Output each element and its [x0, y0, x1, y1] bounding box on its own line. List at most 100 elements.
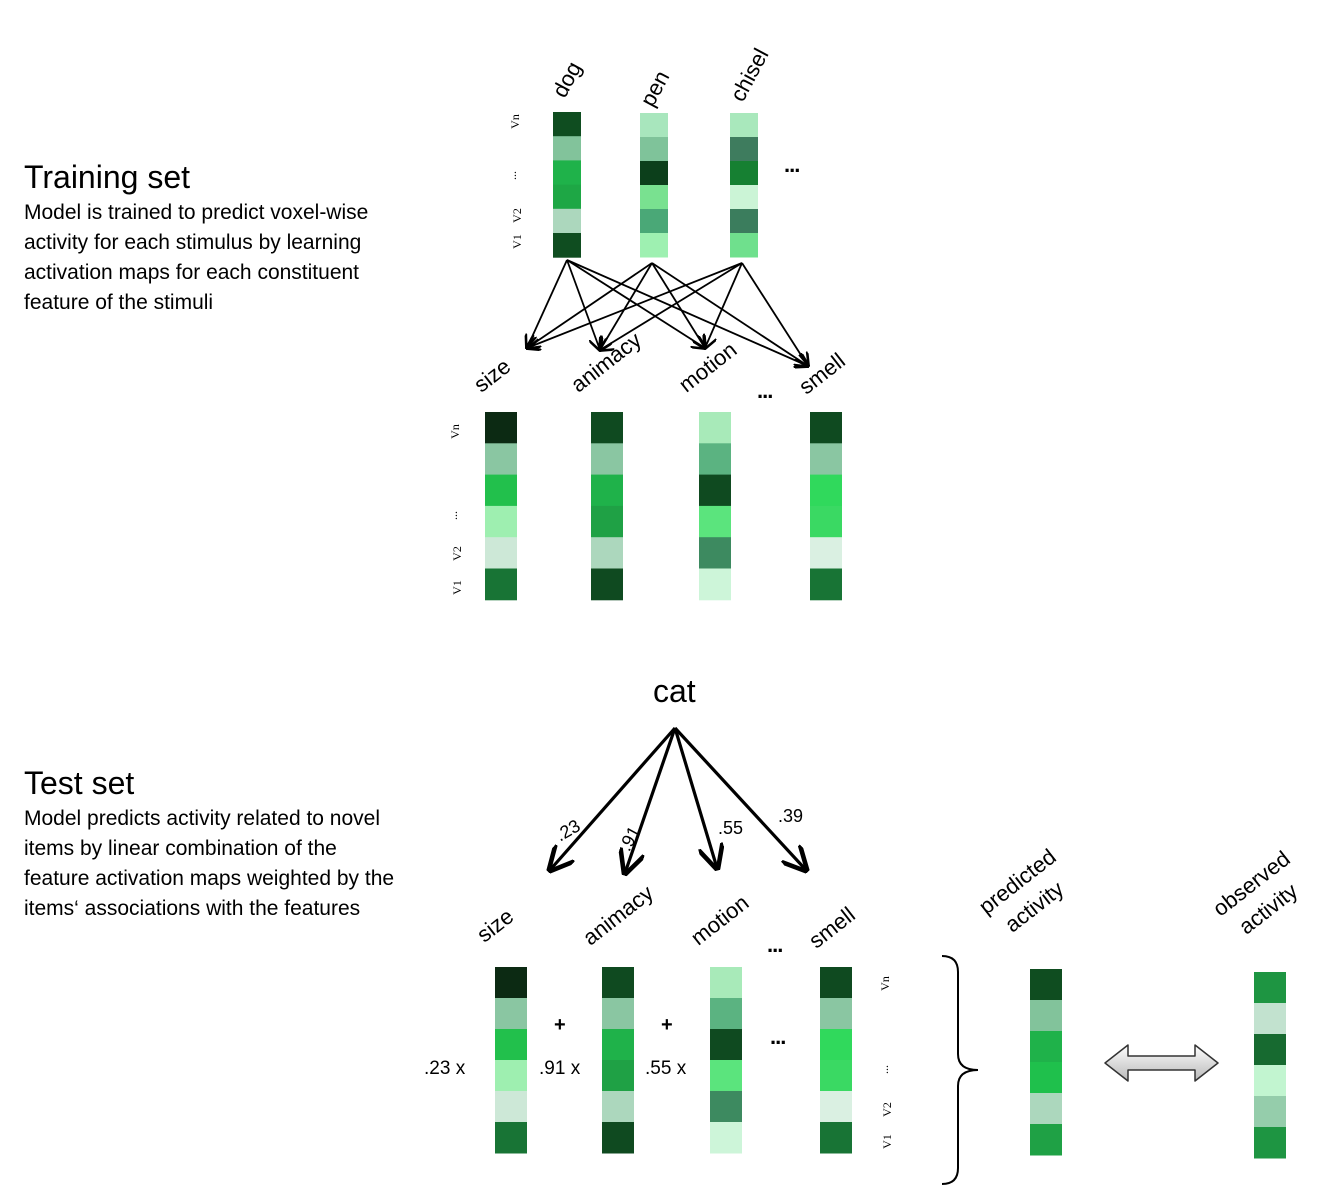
voxel-cell-dog-2: [553, 136, 581, 161]
voxel-column-observed: [1254, 972, 1286, 1159]
voxel-cell-observed-5: [1254, 1096, 1286, 1128]
voxel-cell-predicted-3: [1030, 1031, 1062, 1063]
voxel-cell-smell-3: [810, 474, 842, 507]
voxel-cell-motion-6: [699, 568, 731, 601]
edge-pen-smell: [651, 262, 808, 366]
voxel-column-pen: [640, 113, 668, 258]
voxel-cell-pen-1: [640, 113, 668, 138]
edge-pen-size: [527, 262, 653, 348]
voxel-cell-chisel-2: [730, 137, 758, 162]
voxel-column-animacy: [602, 967, 634, 1154]
voxel-cell-observed-1: [1254, 972, 1286, 1004]
operator-ellipsis: ...: [770, 1024, 786, 1049]
voxel-cell-smell-6: [810, 568, 842, 601]
voxel-cell-size-4: [495, 1060, 527, 1092]
edge-chisel-motion: [705, 262, 743, 348]
voxel-cell-motion-4: [699, 505, 731, 538]
voxel-column-size: [495, 967, 527, 1154]
voxel-cell-pen-4: [640, 185, 668, 210]
weight-motion: .55: [718, 818, 744, 838]
plus-operator-2: +: [661, 1014, 673, 1036]
voxel-cell-motion-3: [710, 1029, 742, 1061]
voxel-cell-smell-1: [820, 967, 852, 999]
voxel-cell-smell-4: [810, 505, 842, 538]
voxel-cell-animacy-6: [591, 568, 623, 601]
voxel-cell-animacy-5: [591, 537, 623, 569]
voxel-cell-size-6: [495, 1122, 527, 1154]
coefficient-motion: .55 x: [645, 1058, 687, 1079]
voxel-cell-animacy-3: [602, 1029, 634, 1061]
voxel-cell-chisel-6: [730, 233, 758, 258]
edge-dog-smell: [566, 259, 808, 366]
edge-cat-motion: [673, 727, 717, 868]
voxel-cell-animacy-2: [591, 443, 623, 476]
edge-chisel-animacy: [600, 262, 743, 350]
test-set-title: Test set: [24, 765, 135, 801]
voxel-cell-observed-3: [1254, 1034, 1286, 1066]
voxel-cell-dog-1: [553, 112, 581, 137]
voxel-cell-size-1: [495, 967, 527, 999]
voxel-cell-animacy-1: [591, 412, 623, 444]
voxel-cell-chisel-5: [730, 209, 758, 234]
voxel-cell-observed-4: [1254, 1065, 1286, 1097]
edge-cat-animacy: [625, 727, 677, 873]
voxel-cell-observed-2: [1254, 1003, 1286, 1035]
voxel-cell-motion-5: [699, 537, 731, 569]
voxel-cell-smell-5: [820, 1091, 852, 1123]
comparison-arrow: [1104, 1044, 1219, 1082]
training-connections: [527, 259, 808, 366]
voxel-cell-chisel-1: [730, 113, 758, 138]
voxel-cell-size-5: [485, 537, 517, 569]
edge-dog-animacy: [566, 259, 600, 350]
voxel-cell-animacy-4: [591, 505, 623, 538]
stimulus-ellipsis: ...: [784, 152, 800, 177]
voxel-cell-size-4: [485, 505, 517, 538]
voxel-cell-smell-2: [810, 443, 842, 476]
voxel-cell-size-6: [485, 568, 517, 601]
voxel-cell-predicted-4: [1030, 1062, 1062, 1094]
voxel-cell-predicted-1: [1030, 969, 1062, 1001]
edge-pen-motion: [651, 262, 705, 348]
voxel-column-smell: [810, 412, 842, 601]
voxel-cell-motion-1: [710, 967, 742, 999]
voxel-cell-motion-6: [710, 1122, 742, 1154]
voxel-cell-motion-4: [710, 1060, 742, 1092]
voxel-cell-smell-3: [820, 1029, 852, 1061]
novel-item-label: cat: [653, 673, 696, 709]
voxel-cell-animacy-5: [602, 1091, 634, 1123]
voxel-cell-dog-3: [553, 160, 581, 186]
training-set-description: Model is trained to predict voxel-wise a…: [24, 201, 369, 314]
plus-operator-1: +: [554, 1014, 566, 1036]
voxel-columns: [485, 112, 1286, 1159]
voxel-cell-predicted-6: [1030, 1124, 1062, 1156]
edge-chisel-smell: [741, 262, 808, 366]
voxel-cell-animacy-6: [602, 1122, 634, 1154]
voxel-cell-animacy-4: [602, 1060, 634, 1092]
voxel-cell-smell-4: [820, 1060, 852, 1092]
voxel-cell-animacy-2: [602, 998, 634, 1030]
voxel-cell-motion-2: [710, 998, 742, 1030]
voxel-cell-predicted-2: [1030, 1000, 1062, 1032]
voxel-cell-motion-1: [699, 412, 731, 444]
voxel-cell-size-3: [485, 474, 517, 507]
voxel-cell-predicted-5: [1030, 1093, 1062, 1125]
coefficient-animacy: .91 x: [539, 1058, 581, 1079]
feature-ellipsis-test: ...: [767, 932, 783, 957]
voxel-column-motion: [710, 967, 742, 1154]
voxel-cell-smell-1: [810, 412, 842, 444]
edge-chisel-size: [527, 262, 743, 348]
voxel-column-motion: [699, 412, 731, 601]
edge-cat-smell: [673, 726, 806, 870]
edge-dog-size: [527, 259, 568, 348]
voxel-cell-dog-5: [553, 208, 581, 234]
edge-pen-animacy: [600, 262, 653, 350]
voxel-cell-smell-5: [810, 537, 842, 569]
voxel-cell-size-5: [495, 1091, 527, 1123]
training-set-title: Training set: [24, 159, 190, 195]
voxel-cell-size-2: [495, 998, 527, 1030]
voxel-cell-observed-6: [1254, 1127, 1286, 1159]
voxel-column-smell: [820, 967, 852, 1154]
voxel-cell-motion-3: [699, 474, 731, 507]
voxel-cell-chisel-3: [730, 161, 758, 186]
